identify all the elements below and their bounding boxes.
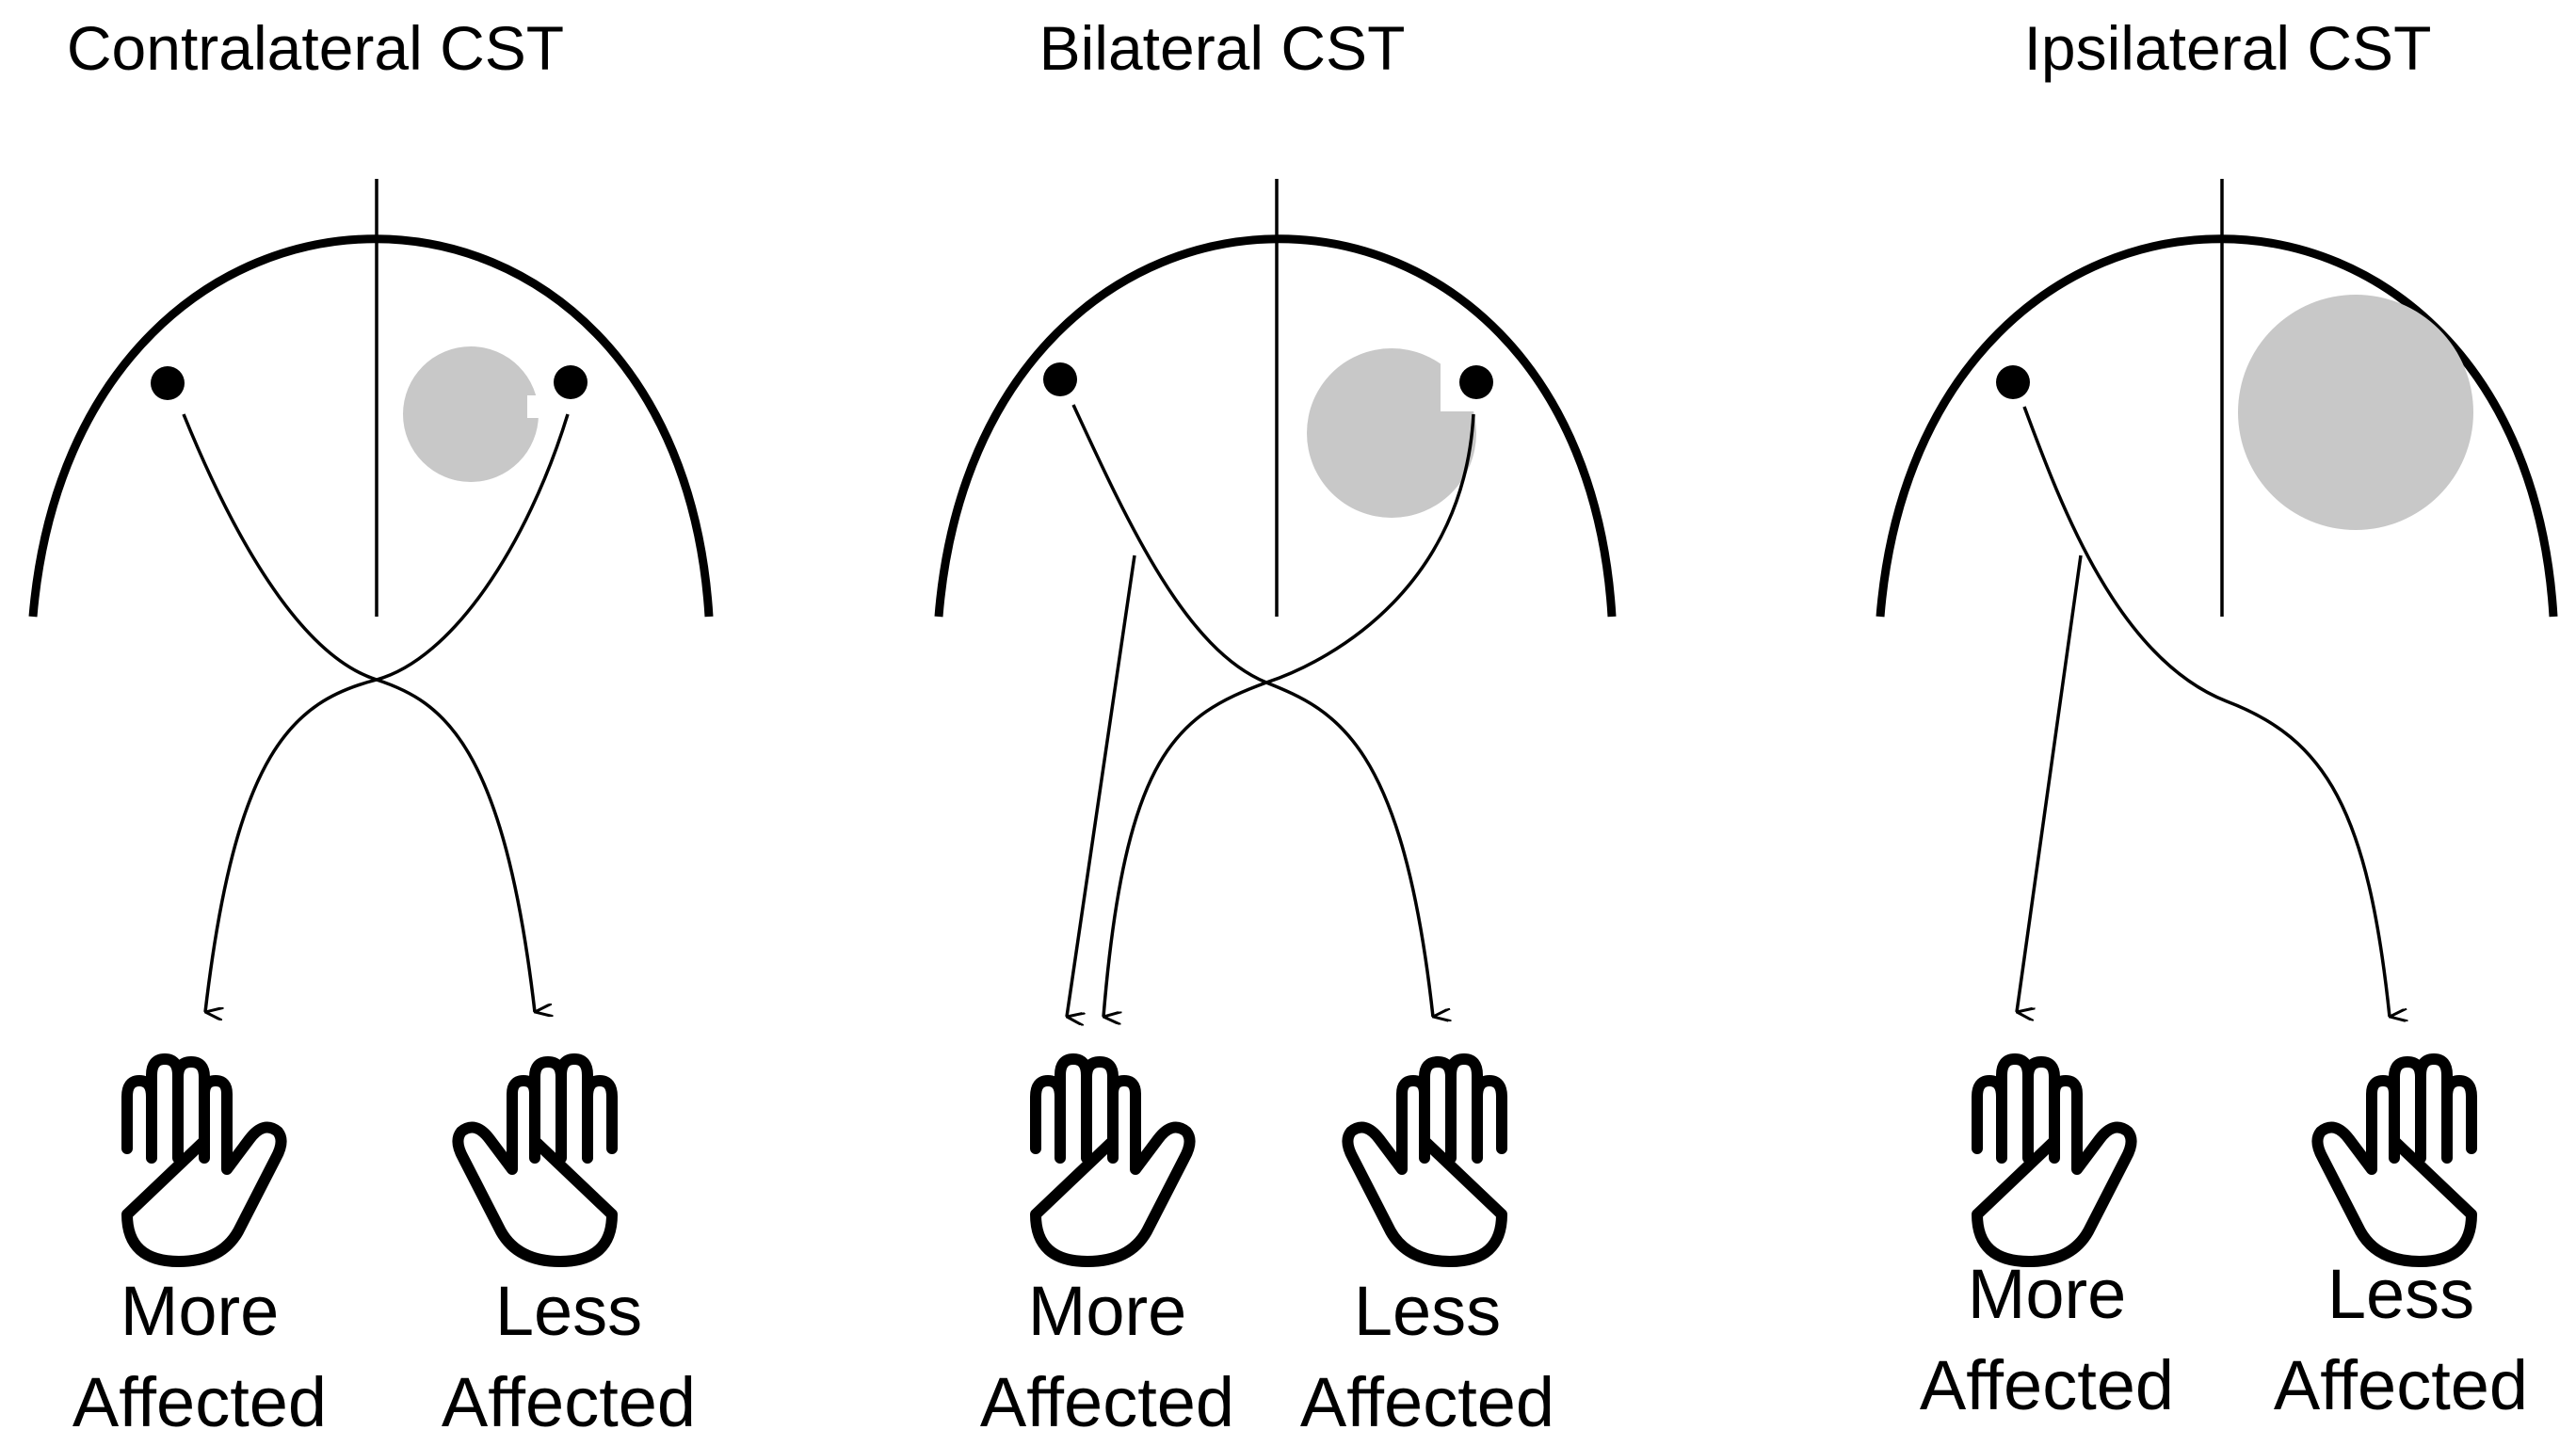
panel-title: Contralateral CST	[67, 13, 564, 83]
hand-left-label-line2: Affected	[72, 1363, 327, 1441]
hand-right-label-line2: Affected	[1300, 1363, 1554, 1441]
left-motor-nucleus	[1996, 365, 2030, 399]
hand-left-label-line2: Affected	[980, 1363, 1234, 1441]
lesion	[1307, 348, 1476, 518]
right-motor-nucleus	[1459, 365, 1493, 399]
hand-left-label-line1: More	[1028, 1272, 1187, 1350]
hand-right-label-line2: Affected	[442, 1363, 696, 1441]
hand-right-label-line2: Affected	[2274, 1346, 2528, 1424]
hand-icon	[2317, 1059, 2471, 1261]
skull-outline	[934, 234, 1617, 618]
tract-right-to-left-hand	[1102, 413, 1475, 1017]
hand-icon	[458, 1059, 612, 1261]
hand-left-label-line1: More	[1968, 1255, 2127, 1333]
lesion	[403, 346, 539, 482]
skull-outline	[28, 234, 714, 618]
hand-icon	[1347, 1059, 1502, 1261]
left-motor-nucleus	[1043, 362, 1077, 396]
left-motor-nucleus	[151, 366, 185, 400]
hand-icon	[1036, 1059, 1190, 1261]
tract-right-to-left-hand	[205, 413, 570, 1012]
tract-left-ipsilateral	[1067, 554, 1136, 1017]
tract-left-ipsilateral	[2017, 554, 2083, 1012]
tract-left-to-right-hand	[182, 413, 535, 1012]
panel-title: Bilateral CST	[1039, 13, 1406, 83]
tract-left-to-right-hand	[2022, 406, 2390, 1017]
hand-icon	[1977, 1059, 2132, 1261]
panel-title: Ipsilateral CST	[2024, 13, 2432, 83]
lesion	[2238, 295, 2473, 530]
hand-right-label-line1: Less	[495, 1272, 642, 1350]
panel-bilateral: Bilateral CST More Affected Less Affecte…	[934, 13, 1617, 1441]
panel-ipsilateral: Ipsilateral CST More Affected Less Affec…	[1876, 13, 2558, 1424]
hand-right-label-line1: Less	[1354, 1272, 1501, 1350]
hand-left-label-line1: More	[121, 1272, 280, 1350]
panel-contralateral: Contralateral CST More Affected Less Aff…	[28, 13, 714, 1441]
lesion-notch	[527, 395, 546, 418]
hand-right-label-line1: Less	[2327, 1255, 2474, 1333]
hand-icon	[127, 1059, 282, 1261]
right-motor-nucleus	[554, 365, 588, 399]
hand-left-label-line2: Affected	[1920, 1346, 2174, 1424]
